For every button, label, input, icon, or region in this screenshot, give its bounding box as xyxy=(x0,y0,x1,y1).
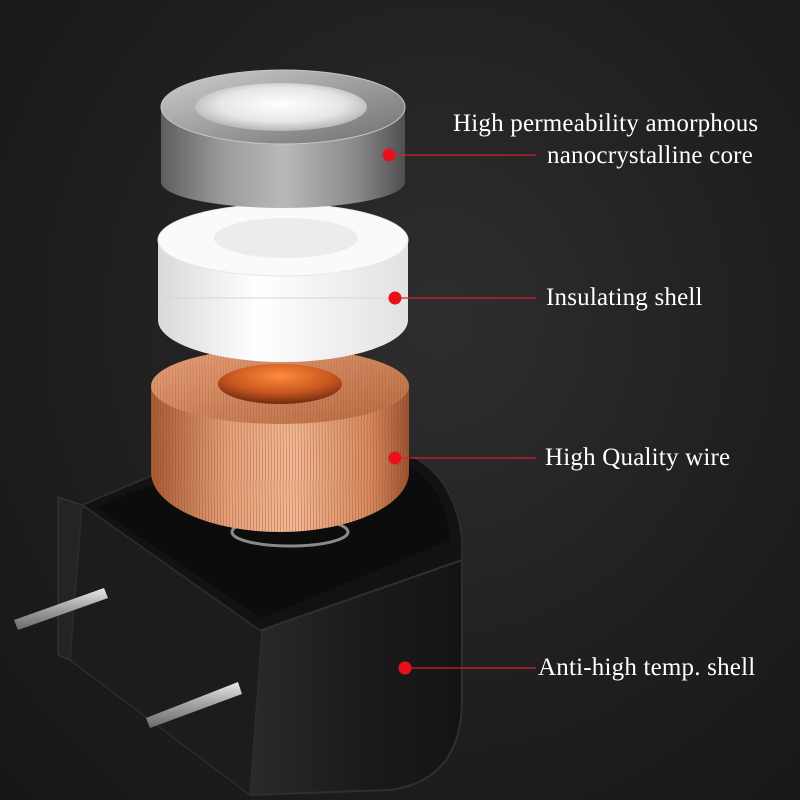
callout-anti-high-temp-shell: Anti-high temp. shell xyxy=(538,654,756,681)
pin-top xyxy=(14,588,108,630)
callout-leader-core xyxy=(382,148,536,162)
callout-insulating-shell: Insulating shell xyxy=(546,284,703,311)
pin-bottom xyxy=(146,682,242,728)
callout-leader-insulating xyxy=(388,291,536,305)
callout-core-line2: nanocrystalline core xyxy=(547,142,753,169)
callout-leader-housing xyxy=(398,661,536,675)
callout-high-quality-wire: High Quality wire xyxy=(545,444,731,471)
callout-core-line1: High permeability amorphous xyxy=(453,110,759,137)
insulating-ring xyxy=(157,203,409,362)
copper-winding xyxy=(151,348,409,532)
metal-core xyxy=(160,69,406,208)
callout-leader-wire xyxy=(388,451,536,465)
